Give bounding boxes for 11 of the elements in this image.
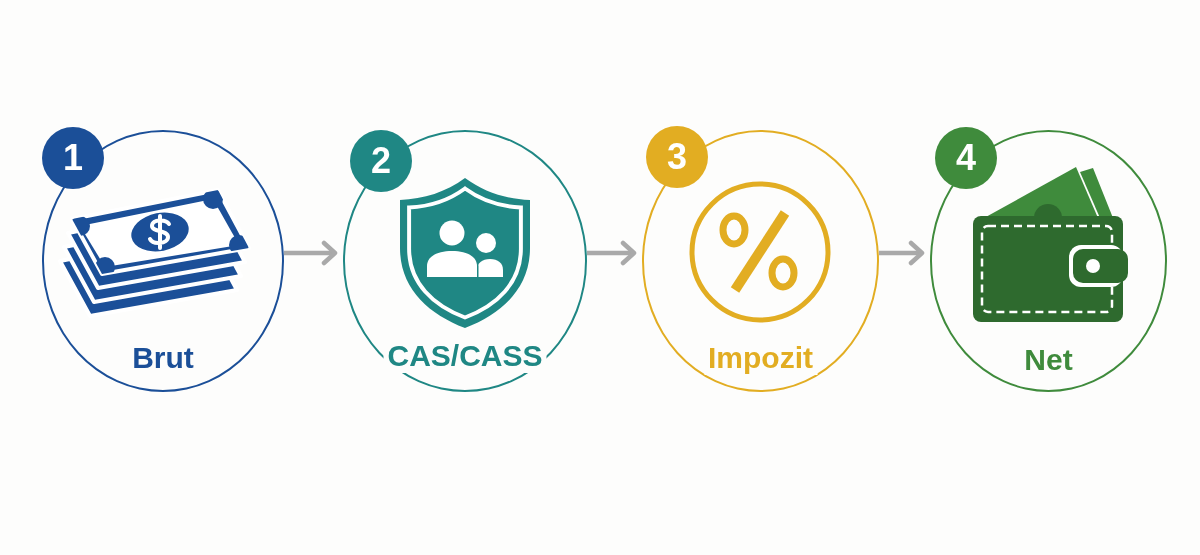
arrow xyxy=(587,240,637,266)
step-number: 3 xyxy=(667,137,687,177)
step-circle xyxy=(642,130,879,392)
step-number: 1 xyxy=(63,138,83,178)
step-circle xyxy=(343,130,587,392)
step-number: 2 xyxy=(371,141,391,181)
step-circle xyxy=(930,130,1167,392)
step-number: 4 xyxy=(956,138,976,178)
arrow xyxy=(879,240,925,266)
arrow xyxy=(284,240,338,266)
step-circle xyxy=(42,130,284,392)
